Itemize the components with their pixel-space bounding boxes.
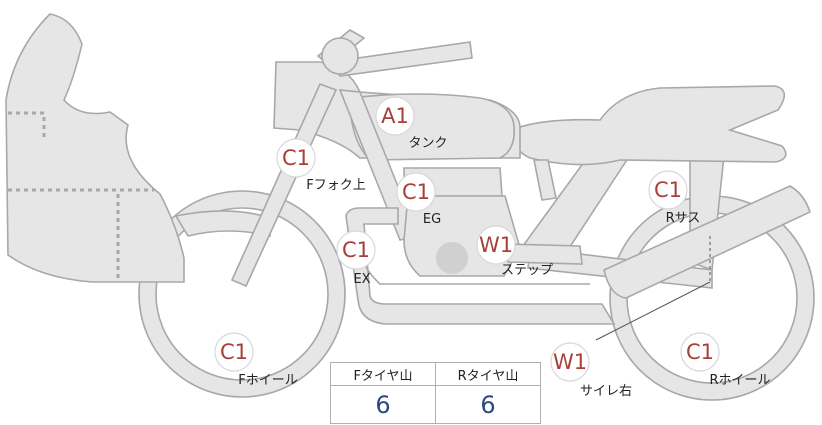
seat-tail-shape — [511, 85, 787, 166]
marker-exhaust: C1 — [336, 230, 376, 270]
marker-exhaust-grade: C1 — [342, 238, 370, 262]
marker-tank: A1 — [375, 96, 415, 136]
marker-front-wheel-grade: C1 — [220, 340, 248, 364]
step-shape — [502, 243, 583, 265]
tire-table-header-row: Fタイヤ山 Rタイヤ山 — [330, 362, 541, 386]
marker-front-fork-upper-grade: C1 — [282, 146, 310, 170]
label-rear-wheel: Rホイール — [709, 373, 771, 388]
marker-step: W1 — [476, 225, 516, 265]
tire-tread-table: Fタイヤ山 Rタイヤ山 6 6 — [330, 362, 541, 424]
label-silencer-right: サイレ右 — [579, 384, 633, 399]
silencer-shape — [603, 185, 811, 299]
front-wheel-shape — [138, 190, 346, 398]
marker-engine-grade: C1 — [402, 180, 430, 204]
marker-rear-wheel: C1 — [680, 332, 720, 372]
marker-silencer-right-grade: W1 — [553, 350, 587, 374]
rear-tire-header: Rタイヤ山 — [435, 362, 541, 386]
marker-step-grade: W1 — [479, 233, 513, 257]
front-tire-value: 6 — [330, 385, 436, 424]
marker-tank-grade: A1 — [381, 104, 409, 128]
marker-engine: C1 — [396, 172, 436, 212]
label-step: ステップ — [500, 263, 554, 278]
marker-silencer-right: W1 — [550, 342, 590, 382]
label-rear-suspension: Rサス — [665, 211, 701, 226]
exhaust-shape — [345, 207, 616, 325]
marker-front-fork-upper: C1 — [276, 138, 316, 178]
rear-tire-value: 6 — [435, 385, 541, 424]
marker-rear-suspension-grade: C1 — [654, 178, 682, 202]
front-fork-shape — [230, 82, 338, 288]
label-tank: タンク — [408, 136, 448, 151]
marker-front-wheel: C1 — [214, 332, 254, 372]
marker-rear-wheel-grade: C1 — [686, 340, 714, 364]
marker-rear-suspension: C1 — [648, 170, 688, 210]
fairing-shape — [5, 13, 185, 283]
front-tire-header: Fタイヤ山 — [330, 362, 436, 386]
label-exhaust: EX — [353, 272, 371, 287]
label-front-wheel: Fホイール — [238, 373, 298, 388]
tire-table-value-row: 6 6 — [330, 385, 541, 424]
label-front-fork-upper: Fフォク上 — [306, 178, 366, 193]
label-engine: EG — [422, 212, 442, 227]
